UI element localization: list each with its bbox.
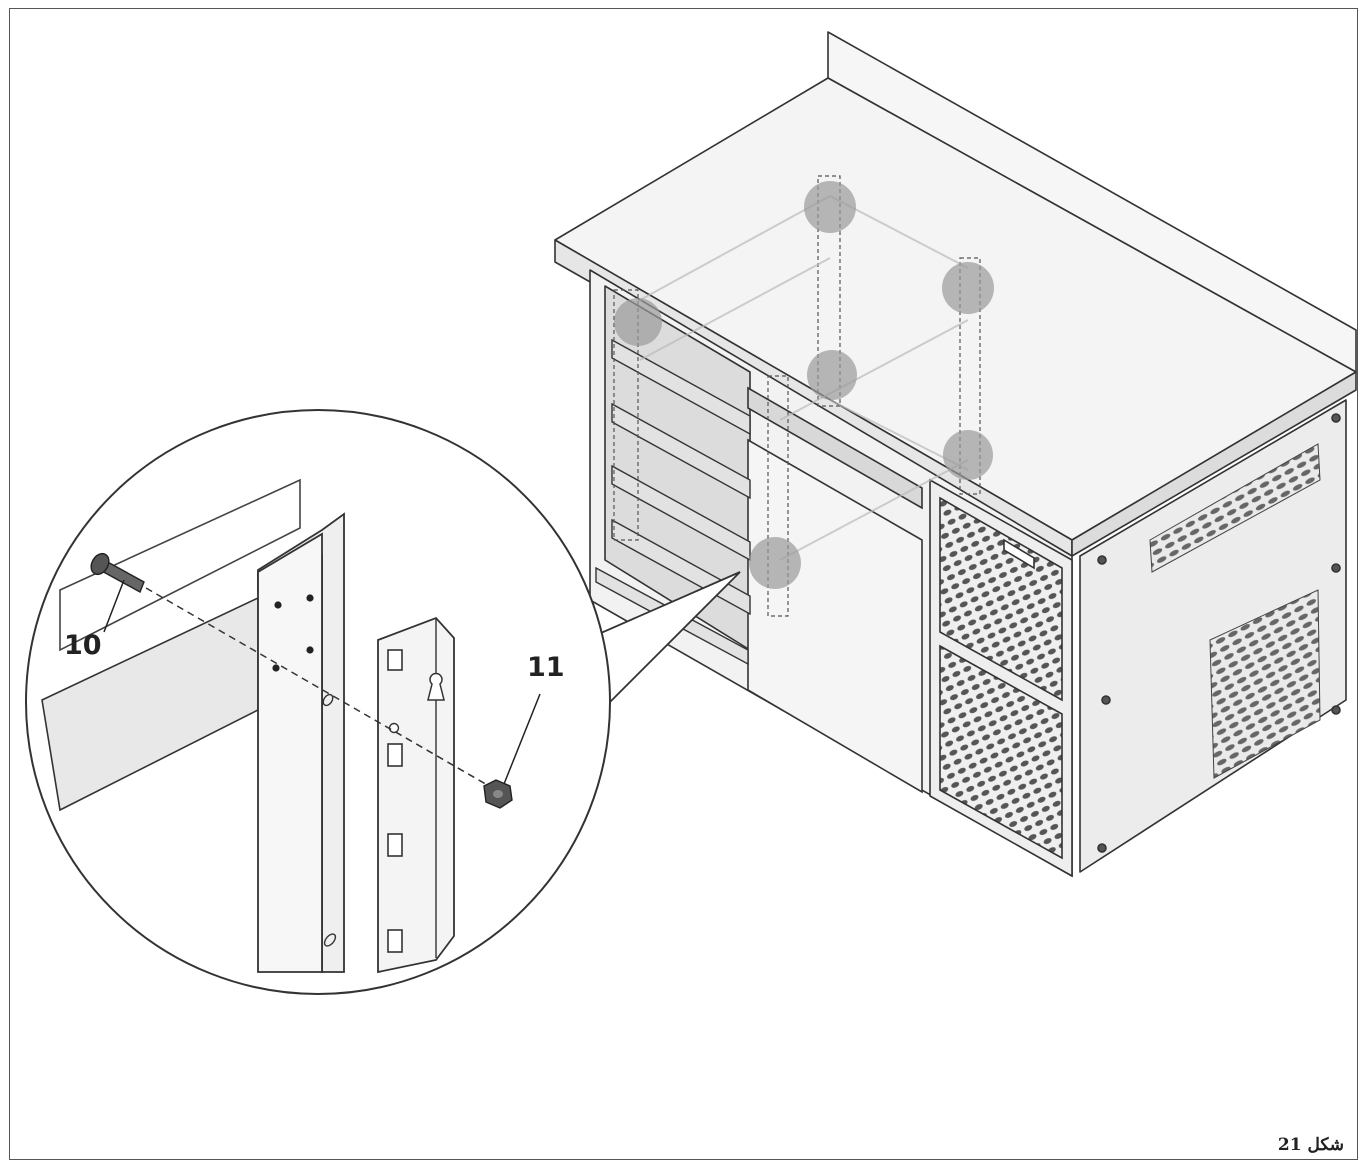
shelf-frame-uprights <box>613 175 981 617</box>
highlight-points <box>614 181 994 589</box>
nut-callout-number: 11 <box>527 652 565 683</box>
cabinet-door <box>747 386 923 794</box>
bolt-callout-number: 10 <box>64 630 102 661</box>
compressor-grille-panel <box>929 478 1073 878</box>
nut <box>483 779 513 809</box>
detail-callout <box>25 409 741 995</box>
figure-caption: شكل 21 <box>1277 1135 1344 1155</box>
side-vent-grille <box>1149 443 1321 779</box>
figure-frame <box>9 8 1358 1160</box>
bolt <box>90 552 145 593</box>
